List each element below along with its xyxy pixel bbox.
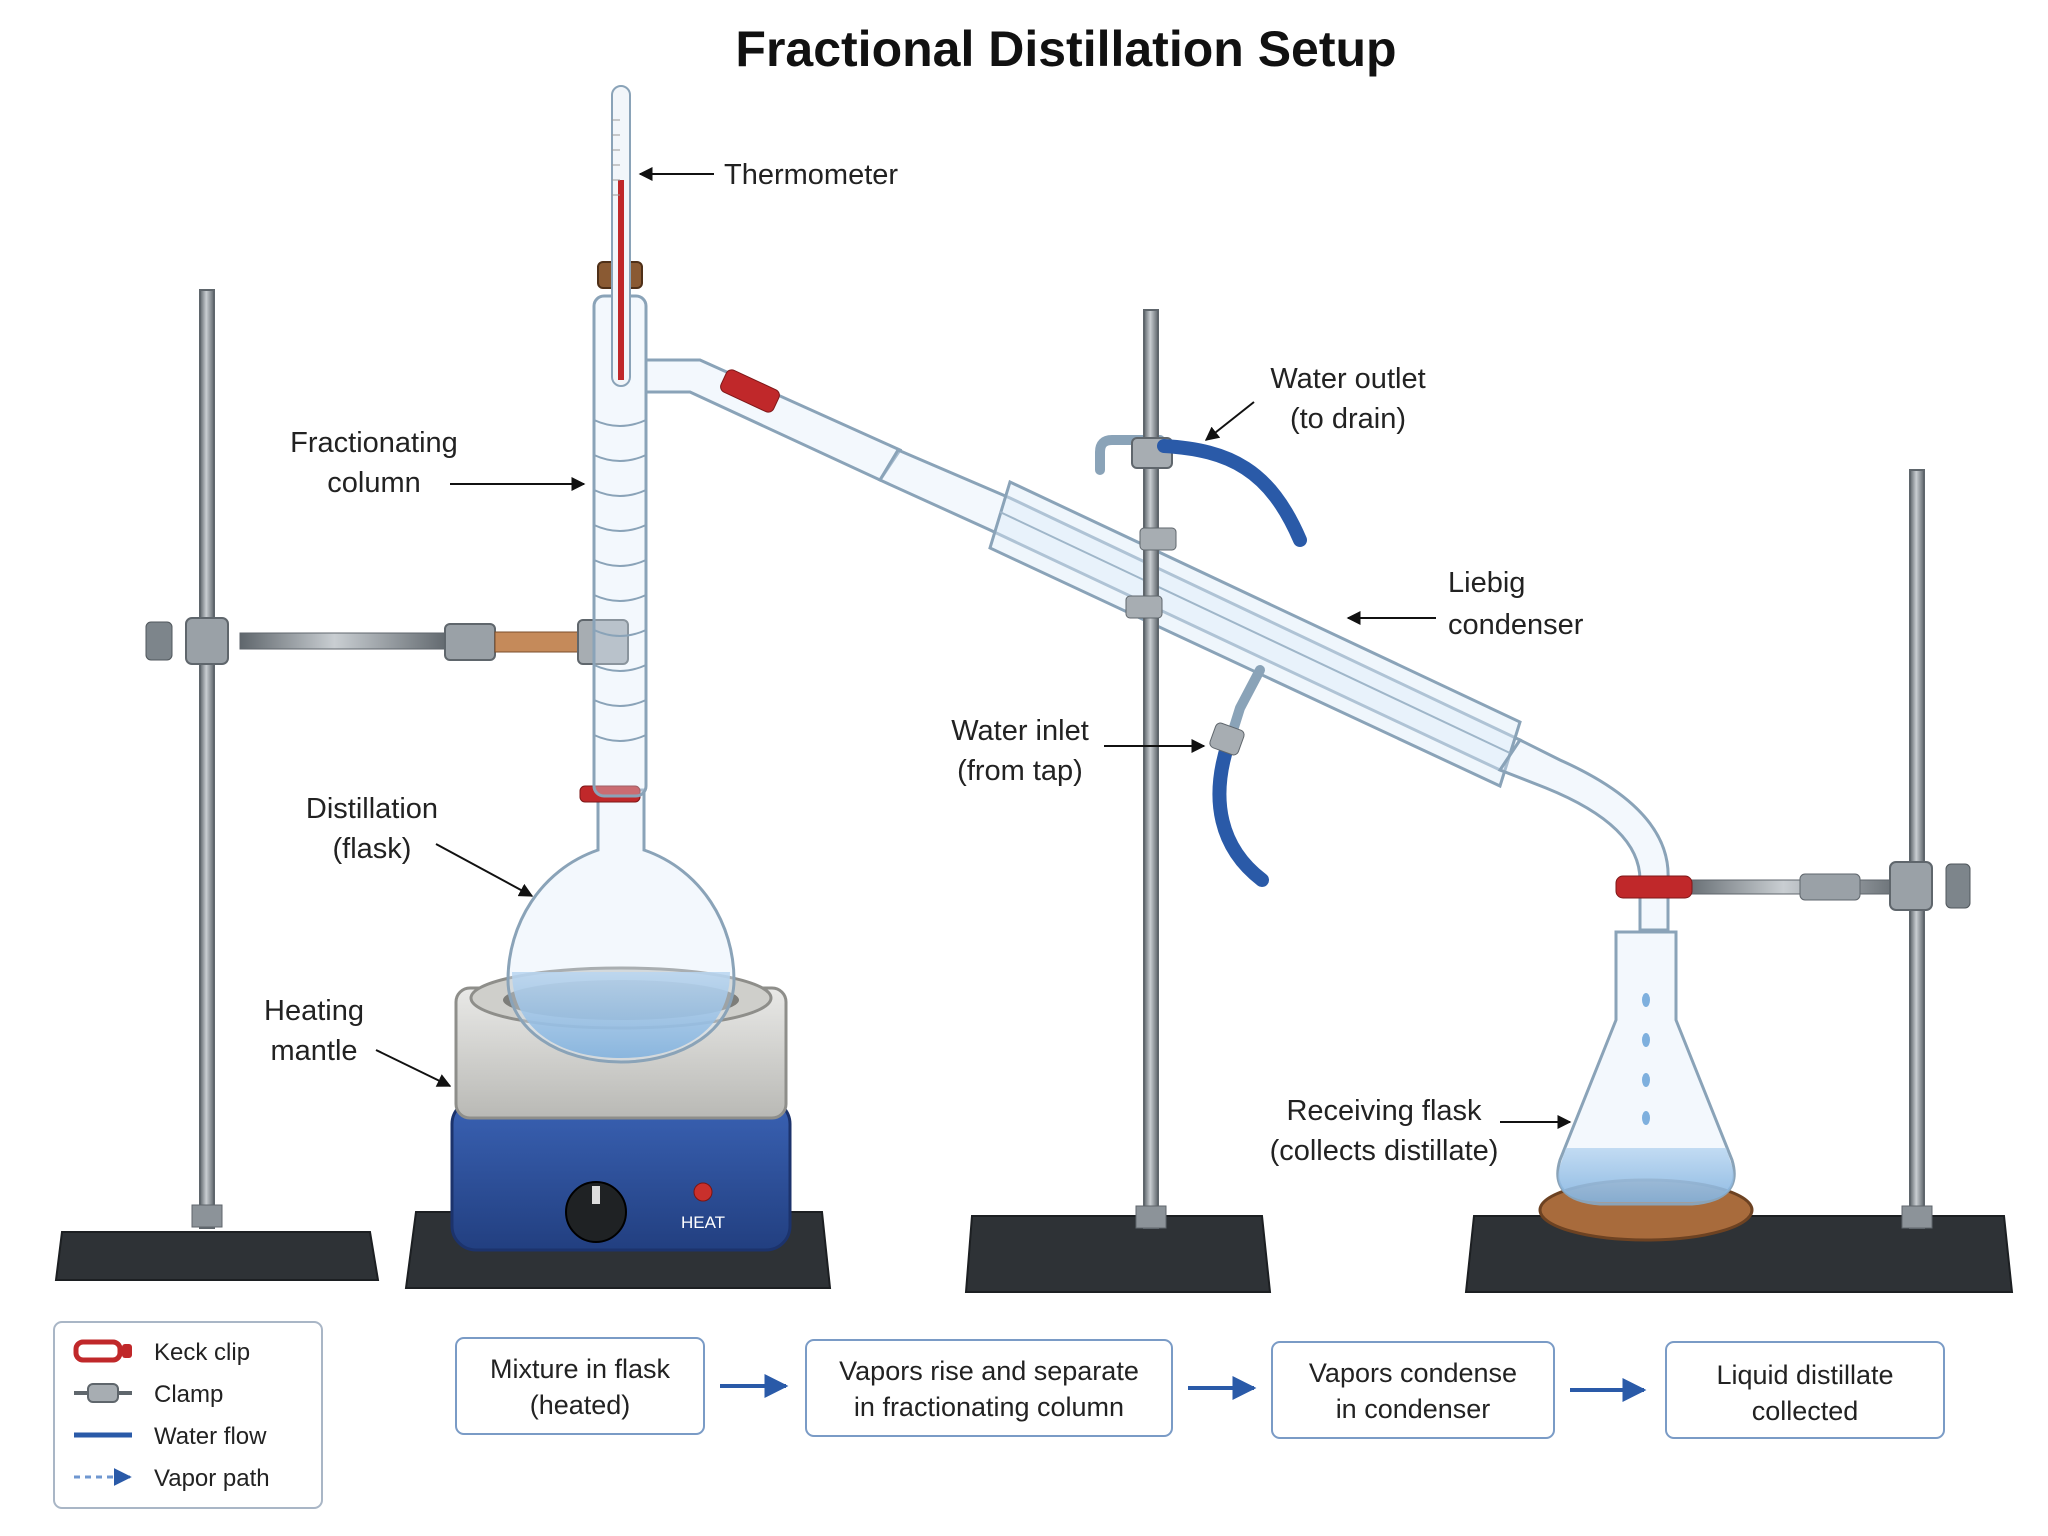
right-boss-head bbox=[1889, 861, 1933, 911]
water-outlet-hose bbox=[1157, 439, 1307, 547]
legend-label-vapor-path: Vapor path bbox=[154, 1465, 270, 1492]
flow-step-2-l1: Vapors rise and separate bbox=[839, 1356, 1139, 1386]
label-heating-mantle-l1: Heating bbox=[264, 995, 364, 1027]
pointer-water-outlet bbox=[1204, 401, 1255, 441]
water-inlet-hose bbox=[1212, 737, 1269, 887]
flow-step-2-l2: in fractionating column bbox=[854, 1392, 1124, 1422]
condenser-clamp-upper bbox=[1139, 527, 1177, 551]
still-head-adapter bbox=[644, 358, 903, 482]
label-water-outlet-l1: Water outlet bbox=[1270, 363, 1425, 395]
liebig-condenser bbox=[877, 435, 1670, 932]
legend-label-water-flow: Water flow bbox=[154, 1423, 267, 1450]
left-boss-screw-knob[interactable] bbox=[145, 621, 173, 661]
flow-step-3-l2: in condenser bbox=[1336, 1394, 1491, 1424]
flow-step-3-l1: Vapors condense bbox=[1309, 1358, 1517, 1388]
label-fractionating-column-l2: column bbox=[327, 467, 421, 499]
column-clamp-pad bbox=[494, 631, 586, 653]
flow-step-1 bbox=[455, 1337, 705, 1435]
condenser-clamp-lower bbox=[1125, 595, 1163, 619]
flow-step-4-l1: Liquid distillate bbox=[1716, 1360, 1893, 1390]
middle-stand-base bbox=[964, 1215, 1272, 1293]
label-fractionating-column-l1: Fractionating bbox=[290, 427, 458, 459]
clamp-icon bbox=[74, 1383, 132, 1403]
pointer-distillation-flask bbox=[435, 843, 534, 897]
legend-box bbox=[53, 1321, 323, 1509]
receiver-keck-clip bbox=[1615, 875, 1693, 899]
page-title: Fractional Distillation Setup bbox=[735, 21, 1396, 77]
label-distillation-flask-l1: Distillation bbox=[306, 793, 438, 825]
distillation-flask bbox=[506, 785, 736, 1064]
heat-control-knob[interactable] bbox=[565, 1181, 627, 1243]
adapter-keck-clip bbox=[720, 369, 780, 413]
left-clamp-arm bbox=[239, 632, 451, 650]
left-stand-rod bbox=[199, 289, 215, 1229]
keck-clip-icon bbox=[73, 1339, 132, 1363]
heat-indicator-light bbox=[693, 1182, 713, 1202]
right-clamp-arm bbox=[1679, 879, 1911, 895]
flow-step-4-l2: collected bbox=[1752, 1396, 1859, 1426]
flow-step-1-l2: (heated) bbox=[530, 1390, 631, 1420]
legend-label-keck-clip: Keck clip bbox=[154, 1339, 250, 1366]
flow-step-3 bbox=[1271, 1341, 1555, 1439]
heat-label: HEAT bbox=[681, 1213, 725, 1232]
label-receiving-flask-l1: Receiving flask bbox=[1286, 1095, 1482, 1127]
flow-step-2 bbox=[805, 1339, 1173, 1437]
label-receiving-flask-l2: (collects distillate) bbox=[1270, 1135, 1499, 1167]
label-water-inlet-l1: Water inlet bbox=[951, 715, 1089, 747]
flask-mixture bbox=[512, 972, 730, 1058]
left-ring-stand bbox=[54, 289, 629, 1281]
label-heating-mantle-l2: mantle bbox=[270, 1035, 357, 1067]
label-thermometer: Thermometer bbox=[724, 159, 898, 191]
legend-label-clamp: Clamp bbox=[154, 1381, 223, 1408]
right-stand-rod bbox=[1909, 469, 1925, 1229]
flow-step-4 bbox=[1665, 1341, 1945, 1439]
label-liebig-condenser-l2: condenser bbox=[1448, 609, 1584, 641]
label-water-inlet-l2: (from tap) bbox=[957, 755, 1083, 787]
middle-ring-stand bbox=[964, 309, 1272, 1293]
process-flow: Mixture in flask (heated) Vapors rise an… bbox=[455, 1337, 1945, 1439]
inlet-hose-connector bbox=[1209, 722, 1245, 756]
column-clamp-holder bbox=[577, 619, 629, 665]
left-boss-head bbox=[185, 617, 229, 665]
fractionating-column bbox=[592, 261, 648, 798]
collected-distillate bbox=[1558, 1148, 1734, 1202]
left-rod-foot bbox=[191, 1204, 223, 1228]
label-distillation-flask-l2: (flask) bbox=[333, 833, 412, 865]
right-boss-screw-knob[interactable] bbox=[1945, 863, 1971, 909]
pointer-heating-mantle bbox=[375, 1049, 452, 1087]
left-stand-base bbox=[54, 1231, 380, 1281]
column-clamp-jaw bbox=[444, 623, 496, 661]
label-liebig-condenser-l1: Liebig bbox=[1448, 567, 1525, 599]
receiving-flask bbox=[1538, 930, 1754, 1242]
flow-step-1-l1: Mixture in flask bbox=[490, 1354, 671, 1384]
thermometer bbox=[611, 85, 631, 387]
legend: Keck clip Clamp Water flow Vapor path bbox=[53, 1321, 323, 1509]
label-water-outlet-l2: (to drain) bbox=[1290, 403, 1406, 435]
right-ring-stand bbox=[1464, 469, 2014, 1293]
receiver-clamp bbox=[1799, 873, 1861, 901]
